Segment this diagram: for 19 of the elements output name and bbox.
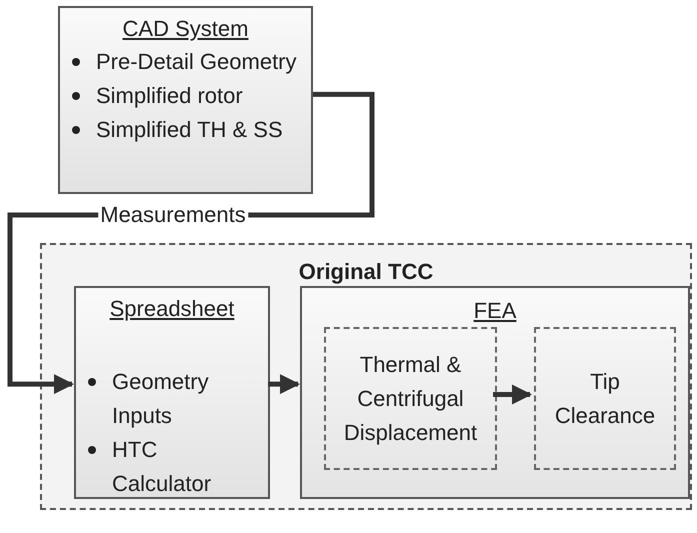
- box-text: Tip Clearance: [554, 368, 656, 430]
- process-box: [300, 286, 690, 499]
- arrow: [493, 384, 532, 404]
- group-title: Original TCC: [298, 259, 434, 284]
- process-box: [58, 6, 313, 194]
- heading: CAD System: [122, 16, 248, 41]
- bullet-item: Simplified rotor: [96, 82, 243, 110]
- process-box: [74, 286, 270, 499]
- heading: Spreadsheet: [110, 296, 234, 321]
- process-box: [534, 327, 676, 470]
- bullet-item: HTC Calculator: [112, 436, 212, 498]
- bullet-item: Simplified TH & SS: [96, 116, 283, 144]
- bullet-item: Pre-Detail Geometry: [96, 48, 297, 76]
- box-text: Thermal & Centrifugal Displacement: [342, 350, 478, 447]
- heading: FEA: [474, 298, 516, 323]
- dashed-group: [40, 243, 692, 510]
- arrow: [268, 374, 300, 394]
- bullet-item: Geometry Inputs: [112, 368, 210, 430]
- process-box: [324, 327, 497, 470]
